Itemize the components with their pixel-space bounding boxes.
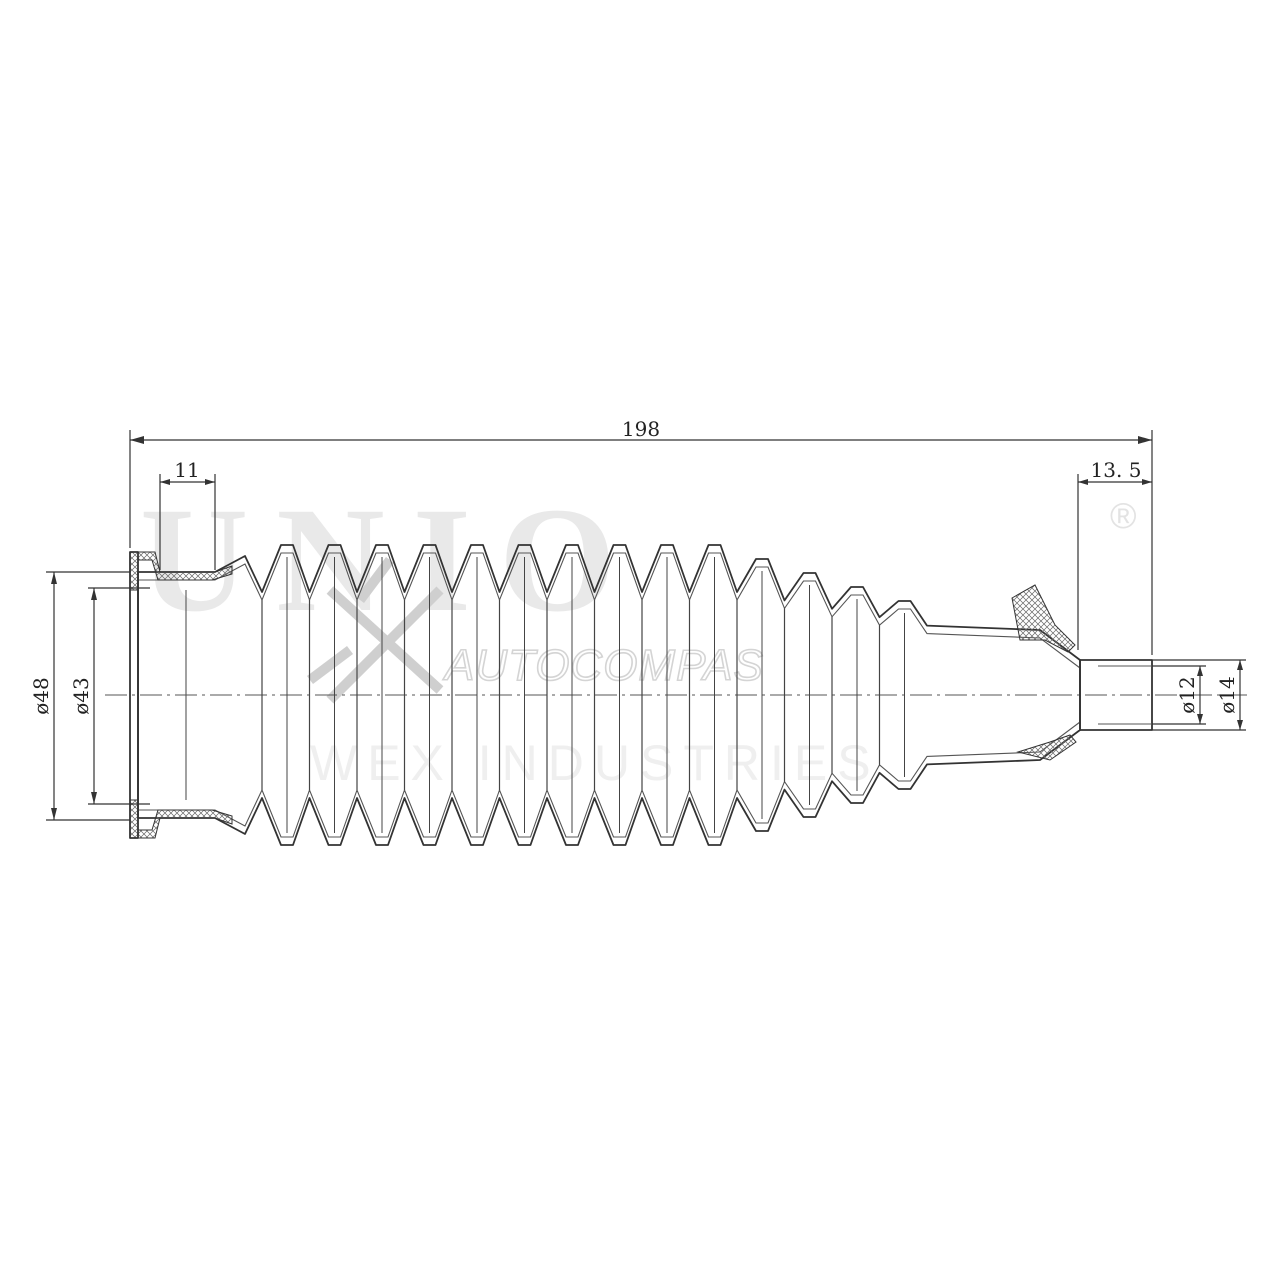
dimension-inner-diameter-large: ø43 [69, 587, 150, 805]
left-collar-length-label: 11 [174, 458, 199, 482]
right-neck-length-label: 13. 5 [1091, 458, 1142, 482]
dimension-diameter-small: ø12 ø14 [1152, 659, 1246, 731]
dimension-outer-diameter-large: ø48 [29, 571, 130, 821]
watermark-line2: WEX INDUSTRIES [310, 735, 881, 791]
watermark: UNIO ® AUTOCOMPAS WEX INDUSTRIES [140, 477, 1137, 791]
watermark-line1: AUTOCOMPAS [442, 641, 764, 690]
inner-diameter-large-label: ø43 [69, 677, 93, 715]
convolution-lines [261, 557, 905, 833]
right-end-section-bottom [1016, 734, 1077, 761]
outer-diameter-small-label: ø14 [1215, 676, 1239, 714]
left-collar-section-bottom [129, 799, 233, 839]
dimension-left-collar: 11 [159, 458, 216, 570]
inner-diameter-small-label: ø12 [1175, 676, 1199, 714]
dimension-overall-length: 198 [129, 417, 1153, 655]
overall-length-label: 198 [622, 417, 660, 441]
left-flange [129, 551, 139, 839]
crossed-arrows-logo-icon [307, 557, 444, 704]
dimension-right-neck: 13. 5 [1077, 458, 1152, 650]
right-neck [1079, 659, 1153, 731]
outer-diameter-large-label: ø48 [29, 677, 53, 715]
watermark-registered-mark: ® [1110, 495, 1137, 536]
right-end-section-top [1011, 584, 1076, 653]
boot-inner-outline [138, 552, 1081, 838]
boot-body [129, 544, 1153, 846]
